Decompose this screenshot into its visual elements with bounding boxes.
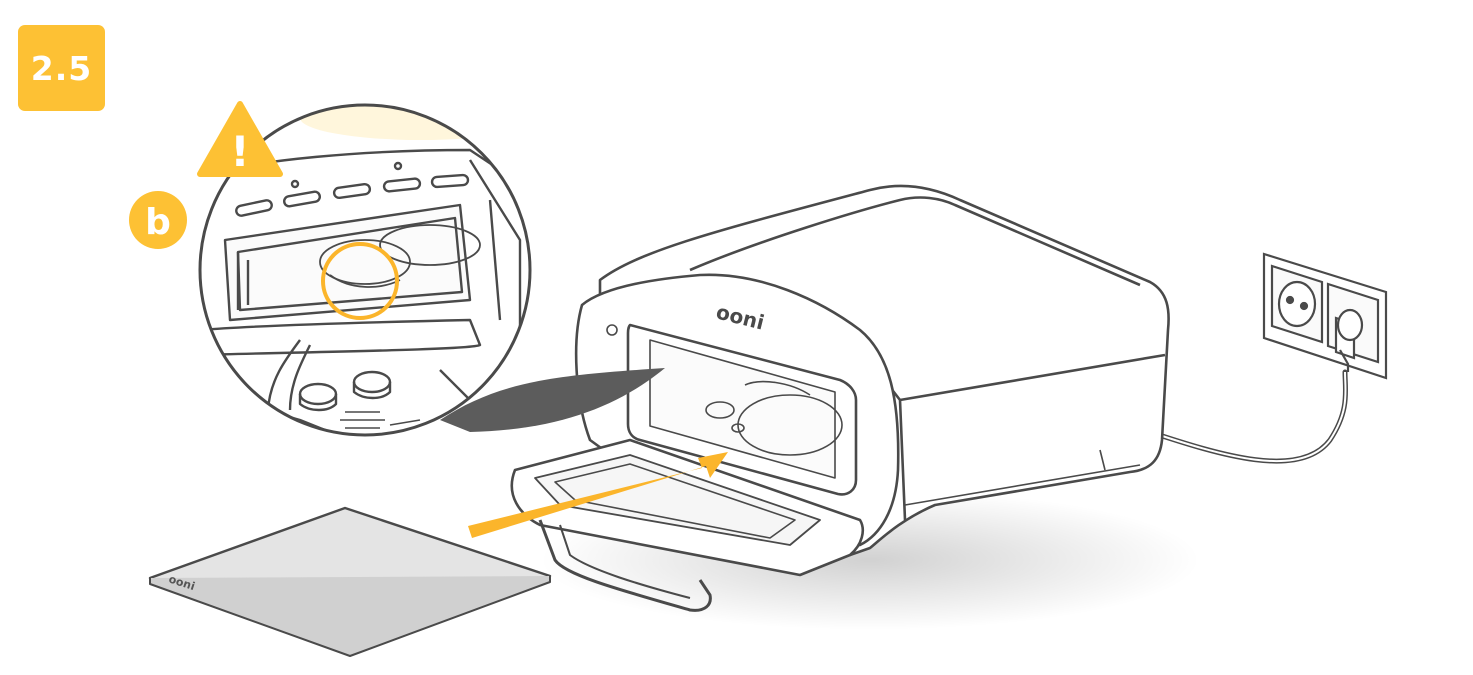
- step-number: 2.5: [30, 48, 93, 88]
- highlight-ring: [321, 242, 399, 320]
- zoom-callout-pointer: [440, 368, 665, 432]
- callout-badge: b: [129, 191, 187, 249]
- wall-socket-icon: [1262, 252, 1388, 380]
- power-cord-highlight: [1149, 371, 1347, 463]
- pizza-stone: [148, 506, 552, 657]
- warning-symbol: !: [230, 127, 249, 176]
- insert-arrow-icon: [468, 452, 728, 538]
- callout-label: b: [145, 202, 171, 243]
- step-number-badge: 2.5: [18, 25, 105, 111]
- power-cord: [1147, 369, 1349, 464]
- warning-triangle-icon: !: [197, 101, 283, 177]
